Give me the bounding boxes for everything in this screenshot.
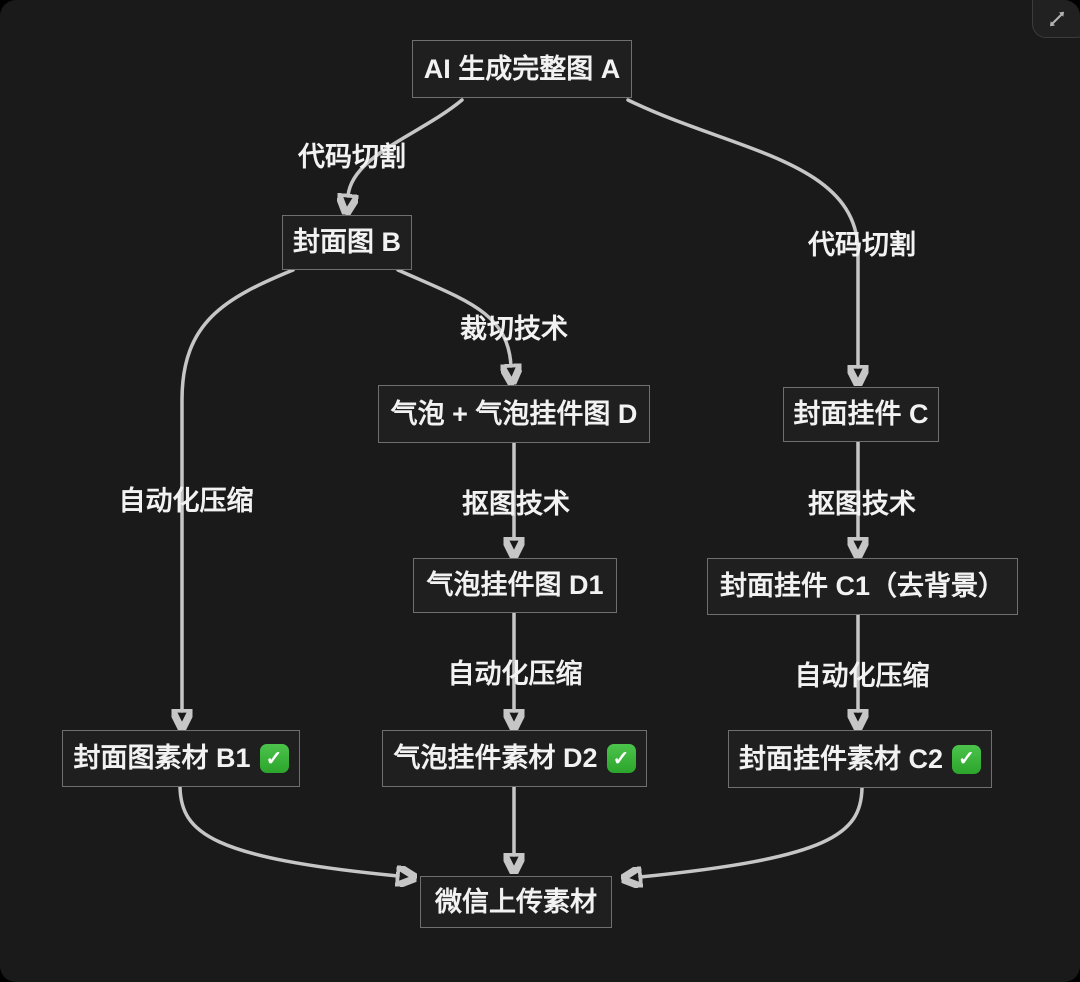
edge-b1-upload (178, 785, 398, 876)
node-bubble-plus-widget-d: 气泡 + 气泡挂件图 D (378, 385, 650, 443)
edge-c2-upload (640, 786, 864, 877)
expand-diagonal-icon (1050, 11, 1064, 27)
node-label: 气泡挂件素材 D2 (393, 743, 598, 774)
node-cover-image-b: 封面图 B (282, 215, 412, 270)
edge-label-matting-mid: 抠图技术 (462, 489, 570, 519)
check-glyph: ✓ (958, 748, 975, 770)
node-label: 气泡挂件图 D1 (426, 570, 604, 601)
edge-label-code-cut-left: 代码切割 (298, 142, 406, 172)
edge-a-c (626, 98, 858, 367)
edge-label-crop-tech: 裁切技术 (460, 314, 568, 344)
node-label: 封面挂件 C1（去背景） (719, 571, 1006, 602)
node-label: 封面图素材 B1 (73, 743, 251, 774)
node-cover-widget-asset-c2: 封面挂件素材 C2 ✓ (728, 730, 992, 788)
node-bubble-asset-d2: 气泡挂件素材 D2 ✓ (382, 730, 647, 787)
check-icon: ✓ (606, 744, 636, 773)
node-label: 封面挂件 C (793, 399, 929, 430)
node-ai-full-image-a: AI 生成完整图 A (412, 40, 632, 98)
node-wechat-upload: 微信上传素材 (420, 876, 612, 928)
edge-label-matting-right: 抠图技术 (808, 489, 916, 519)
edge-label-compress-left: 自动化压缩 (118, 486, 254, 516)
node-label: 封面挂件素材 C2 (738, 743, 944, 774)
edge-a-b (348, 98, 464, 196)
check-glyph: ✓ (265, 747, 283, 770)
check-icon: ✓ (952, 744, 982, 774)
node-label: AI 生成完整图 A (423, 53, 621, 84)
edge-label-compress-right: 自动化压缩 (794, 661, 930, 691)
node-cover-widget-c: 封面挂件 C (783, 387, 939, 442)
node-bubble-widget-d1: 气泡挂件图 D1 (413, 558, 617, 613)
check-icon: ✓ (259, 744, 289, 773)
expand-button[interactable] (1032, 0, 1080, 38)
edge-b-d (396, 268, 511, 366)
edge-label-code-cut-right: 代码切割 (808, 230, 916, 260)
check-glyph: ✓ (612, 747, 630, 770)
node-label: 气泡 + 气泡挂件图 D (390, 398, 638, 429)
edge-b-b1 (182, 268, 295, 711)
node-label: 微信上传素材 (435, 886, 597, 917)
node-cover-asset-b1: 封面图素材 B1 ✓ (62, 730, 300, 787)
node-cover-widget-c1-nobg: 封面挂件 C1（去背景） (707, 558, 1018, 615)
node-label: 封面图 B (293, 227, 401, 258)
edge-label-compress-mid: 自动化压缩 (447, 659, 583, 689)
